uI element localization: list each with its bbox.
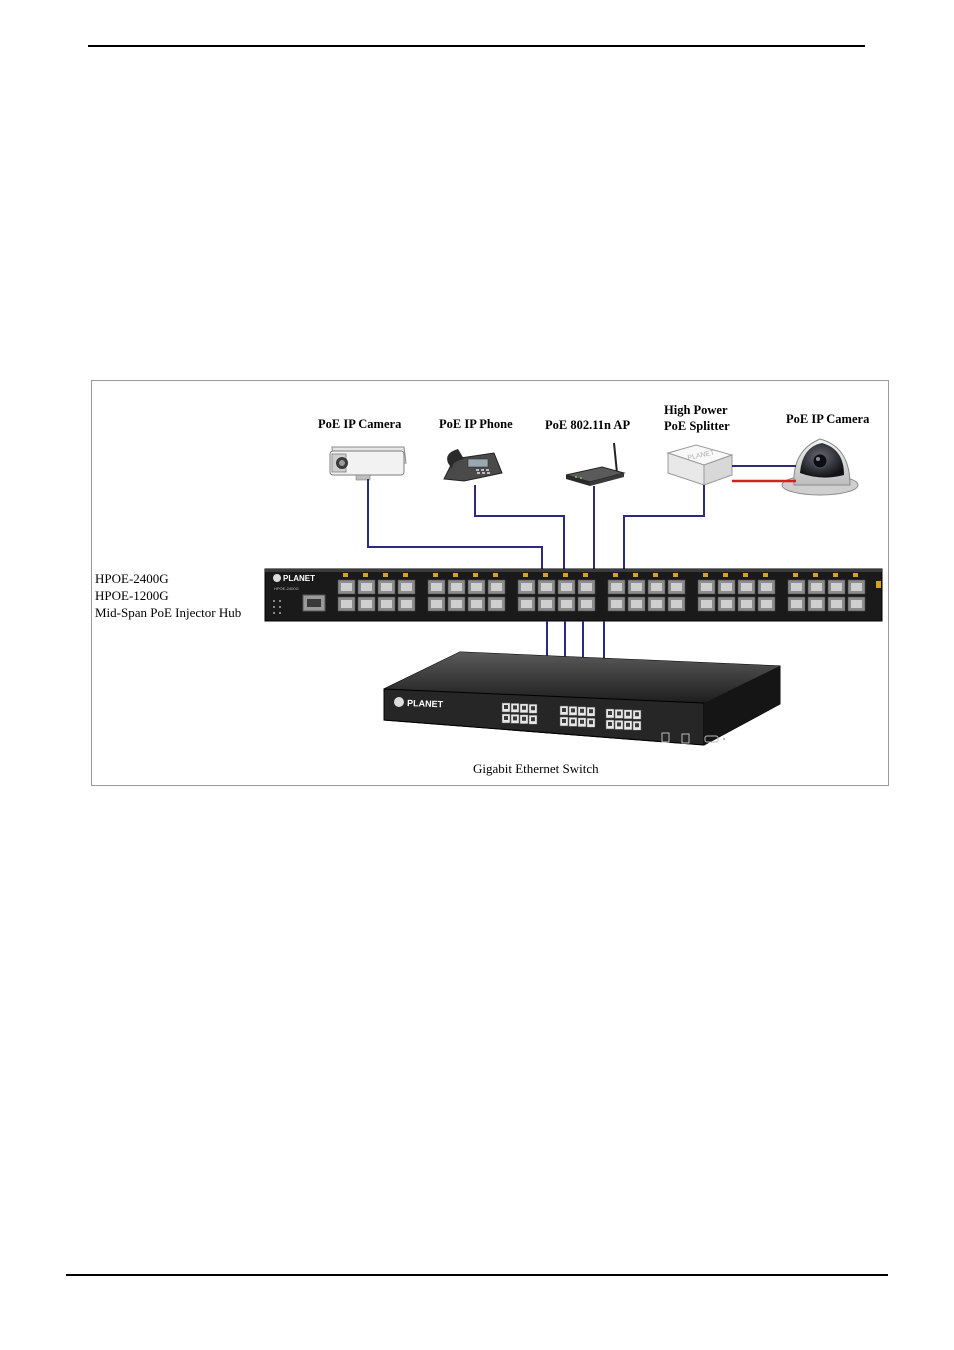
wireless-ap-icon: [565, 442, 626, 486]
switch-brand: PLANET: [407, 698, 444, 709]
camera-right-label: PoE IP Camera: [786, 412, 870, 426]
ip-phone-icon: [443, 449, 503, 482]
cable-phone: [474, 485, 565, 569]
ap-label: PoE 802.11n AP: [545, 418, 630, 432]
header-rule: [88, 45, 865, 47]
cable-camera-left: [367, 479, 543, 569]
dome-camera-icon: [781, 438, 859, 496]
hub-model-2: HPOE-1200G: [95, 588, 169, 603]
poe-network-diagram: PoE IP Camera PoE IP Phone PoE 802.11n A…: [91, 380, 889, 786]
switch-logo-icon: [394, 697, 404, 707]
splitter-label-line1: High Power: [664, 403, 728, 417]
poe-splitter-icon: PLANET: [666, 444, 734, 486]
diagram-canvas: PoE IP Camera PoE IP Phone PoE 802.11n A…: [95, 403, 883, 776]
gigabit-switch: PLANET: [383, 651, 781, 746]
uplink-cables: [367, 465, 796, 569]
cable-splitter: [623, 485, 705, 569]
planet-logo-icon: [273, 574, 281, 582]
hub-description: Mid-Span PoE Injector Hub: [95, 605, 241, 620]
camera-left-label: PoE IP Camera: [318, 417, 402, 431]
switch-label: Gigabit Ethernet Switch: [473, 761, 599, 776]
phone-label: PoE IP Phone: [439, 417, 513, 431]
hub-brand: PLANET: [283, 574, 315, 583]
hub-status-leds: [273, 600, 281, 614]
splitter-label-line2: PoE Splitter: [664, 419, 730, 433]
poe-injector-hub: PLANET HPOE-2400G: [264, 568, 883, 622]
ip-camera-left-icon: [329, 446, 407, 481]
hub-plate: HPOE-2400G: [274, 586, 299, 591]
hub-port-array: [337, 573, 866, 612]
hub-model-1: HPOE-2400G: [95, 571, 169, 586]
footer-rule: [66, 1274, 888, 1276]
switch-port-array: [501, 702, 642, 731]
